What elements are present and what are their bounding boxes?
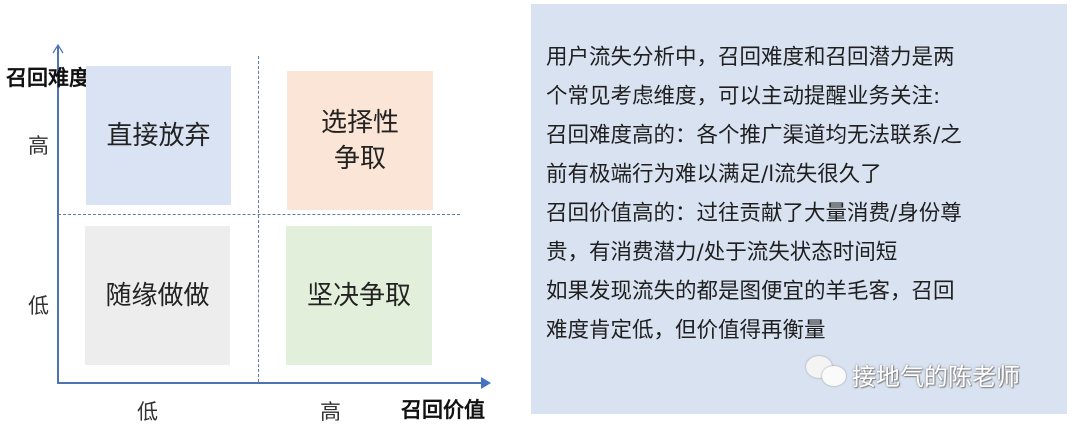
y-tick-high: 高 bbox=[28, 134, 49, 158]
x-axis-line bbox=[57, 382, 485, 384]
x-axis-arrow-icon bbox=[481, 377, 491, 389]
quadrant-casual: 随缘做做 bbox=[85, 226, 230, 365]
quadrant-label: 直接放弃 bbox=[106, 120, 211, 151]
x-tick-high: 高 bbox=[320, 400, 341, 424]
explanation-line: 用户流失分析中，召回难度和召回潜力是两 bbox=[546, 45, 955, 70]
explanation-line: 召回难度高的：各个推广渠道均无法联系/之 bbox=[546, 123, 962, 148]
x-axis-title: 召回价值 bbox=[401, 398, 485, 422]
x-tick-low: 低 bbox=[137, 400, 158, 424]
explanation-line: 前有极端行为难以满足/l流失很久了 bbox=[546, 162, 882, 187]
explanation-line: 贵，有消费潜力/处于流失状态时间短 bbox=[546, 240, 898, 265]
quadrant-label: 选择性 争取 bbox=[320, 107, 399, 174]
watermark: 接地气的陈老师 bbox=[806, 356, 1020, 392]
quadrant-must-win: 坚决争取 bbox=[286, 226, 432, 365]
quadrant-selective: 选择性 争取 bbox=[287, 71, 433, 210]
y-axis-title: 召回难度 bbox=[6, 66, 90, 90]
quadrant-give-up: 直接放弃 bbox=[86, 66, 231, 205]
watermark-text: 接地气的陈老师 bbox=[852, 362, 1020, 391]
horizontal-divider bbox=[58, 214, 460, 215]
explanation-line: 召回价值高的：过往贡献了大量消费/身份尊 bbox=[546, 201, 962, 226]
vertical-divider bbox=[258, 56, 259, 382]
explanation-text: 用户流失分析中，召回难度和召回潜力是两 个常见考虑维度，可以主动提醒业务关注: … bbox=[546, 38, 1061, 350]
wechat-icon bbox=[806, 356, 850, 392]
explanation-line: 个常见考虑维度，可以主动提醒业务关注: bbox=[546, 84, 941, 109]
explanation-line: 难度肯定低，但价值得再衡量 bbox=[546, 318, 826, 343]
y-axis-line bbox=[57, 46, 59, 382]
y-tick-low: 低 bbox=[28, 294, 49, 318]
y-axis-arrow-icon bbox=[52, 44, 64, 54]
quadrant-label: 随缘做做 bbox=[105, 280, 210, 311]
quadrant-label: 坚决争取 bbox=[306, 280, 411, 311]
explanation-line: 如果发现流失的都是图便宜的羊毛客，召回 bbox=[546, 279, 955, 304]
explanation-panel: 用户流失分析中，召回难度和召回潜力是两 个常见考虑维度，可以主动提醒业务关注: … bbox=[531, 4, 1067, 414]
